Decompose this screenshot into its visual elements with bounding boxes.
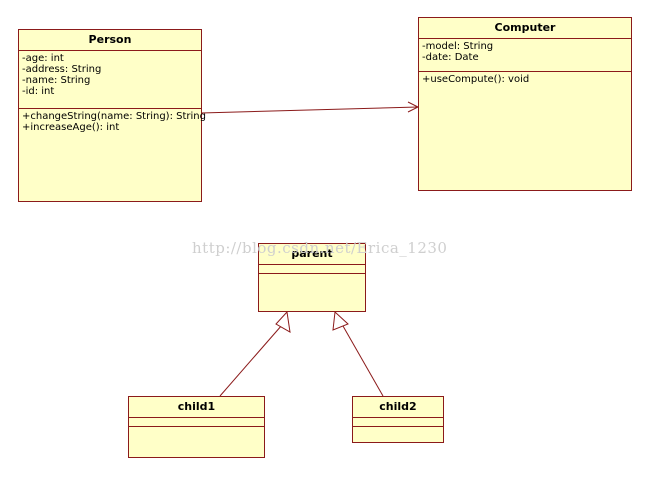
operation: +useCompute(): void <box>422 74 530 85</box>
attribute: -model: String <box>422 41 494 52</box>
attribute: -id: int <box>22 86 55 97</box>
class-name: Person <box>19 30 201 51</box>
attribute: -name: String <box>22 75 91 86</box>
attribute: -date: Date <box>422 52 479 63</box>
operations-section: +changeString(name: String): String +inc… <box>19 109 206 135</box>
operations-section <box>259 274 365 278</box>
attribute: -address: String <box>22 64 102 75</box>
generalization-arrowhead-child1 <box>275 310 291 333</box>
operation: +increaseAge(): int <box>22 122 120 133</box>
class-child1[interactable]: child1 <box>128 396 265 458</box>
class-name: child1 <box>129 397 264 418</box>
attributes-section <box>129 418 264 427</box>
class-parent[interactable]: parent <box>258 243 366 312</box>
operation: +changeString(name: String): String <box>22 111 206 122</box>
association-line <box>200 106 419 114</box>
class-child2[interactable]: child2 <box>352 396 444 443</box>
generalization-line-child1 <box>219 324 283 397</box>
attributes-section: -model: String -date: Date <box>419 39 631 72</box>
operations-section <box>353 427 443 431</box>
attribute: -age: int <box>22 53 64 64</box>
generalization-arrowhead-child2 <box>332 310 349 331</box>
attributes-section <box>259 265 365 274</box>
class-computer[interactable]: Computer -model: String -date: Date +use… <box>418 17 632 191</box>
class-name: Computer <box>419 18 631 39</box>
attributes-section <box>353 418 443 427</box>
generalization-line-child2 <box>342 325 384 397</box>
class-name: parent <box>259 244 365 265</box>
operations-section: +useCompute(): void <box>419 72 631 87</box>
class-person[interactable]: Person -age: int -address: String -name:… <box>18 29 206 202</box>
attributes-section: -age: int -address: String -name: String… <box>19 51 201 109</box>
class-name: child2 <box>353 397 443 418</box>
operations-section <box>129 427 264 431</box>
